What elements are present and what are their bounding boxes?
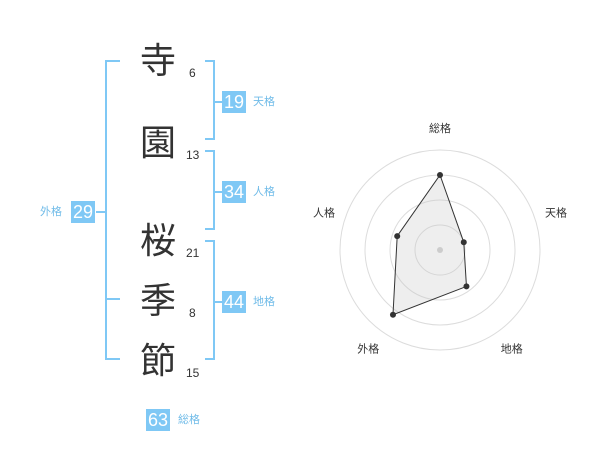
radar-ring-2 [389, 199, 491, 301]
char-1-strokes: 6 [189, 66, 196, 80]
radar-ring-1 [414, 224, 466, 276]
soukaku-label: 総格 [178, 413, 200, 426]
char-3-strokes: 21 [186, 246, 200, 260]
radar-point-4 [389, 311, 396, 318]
chikaku-label: 地格 [253, 295, 275, 308]
char-5: 節 [140, 341, 177, 382]
radar-axis-label-2: 天格 [545, 205, 567, 219]
tenkaku-bracket [205, 60, 215, 140]
char-3: 桜 [140, 221, 177, 262]
gaikaku-bracket [105, 60, 120, 360]
char-4-strokes: 8 [189, 306, 196, 320]
char-2: 園 [140, 123, 177, 164]
jinkaku-bracket [205, 150, 215, 230]
radar-point-5 [394, 233, 401, 240]
radar-axis-label-3: 地格 [501, 342, 523, 356]
radar-axis-label-5: 人格 [313, 205, 335, 219]
char-2-strokes: 13 [186, 148, 200, 162]
char-4: 季 [140, 281, 177, 322]
radar-point-1 [437, 172, 443, 178]
jinkaku-score: 34 [222, 181, 247, 203]
chikaku-bracket [205, 240, 215, 360]
radar-axis-label-1: 総格 [429, 121, 451, 135]
radar-ring-4 [339, 149, 541, 351]
radar-series-shape [392, 173, 467, 316]
gaikaku-label: 外格 [40, 205, 62, 218]
jinkaku-label: 人格 [253, 185, 275, 198]
radar-point-2 [460, 239, 467, 246]
radar-axis-label-4: 外格 [357, 342, 379, 356]
tenkaku-score: 19 [222, 91, 247, 113]
gaikaku-score: 29 [71, 201, 96, 223]
radar-point-3 [463, 283, 470, 290]
radar-center-dot [437, 247, 443, 253]
char-5-strokes: 15 [186, 366, 200, 380]
char-1: 寺 [140, 41, 177, 82]
soukaku-score: 63 [146, 409, 171, 431]
chikaku-score: 44 [222, 291, 247, 313]
tenkaku-label: 天格 [253, 95, 275, 108]
